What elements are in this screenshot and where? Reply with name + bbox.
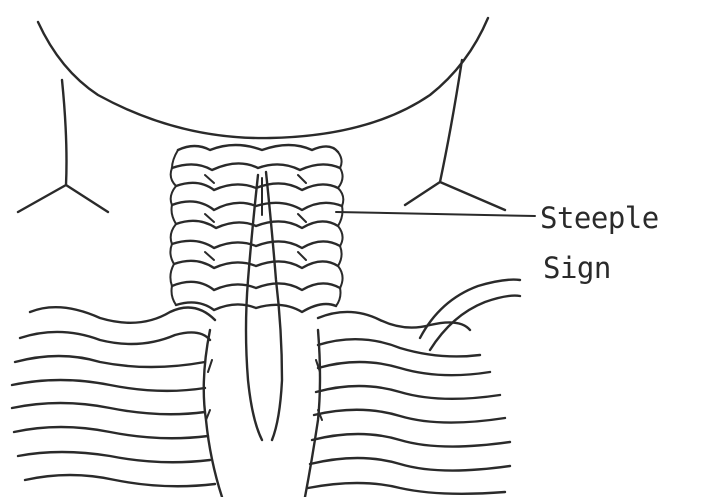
right-neck-contour xyxy=(405,60,505,210)
jaw-outline xyxy=(38,18,488,138)
steeple-label: Steeple xyxy=(540,204,659,233)
trachea-rings xyxy=(170,145,343,312)
trachea-lower xyxy=(204,330,320,497)
right-shoulder-curve xyxy=(420,280,520,350)
left-ribs xyxy=(12,307,215,486)
sign-label: Sign xyxy=(543,254,611,283)
annotation-pointer xyxy=(336,212,535,216)
right-ribs xyxy=(308,312,510,494)
left-neck-contour xyxy=(18,80,108,212)
